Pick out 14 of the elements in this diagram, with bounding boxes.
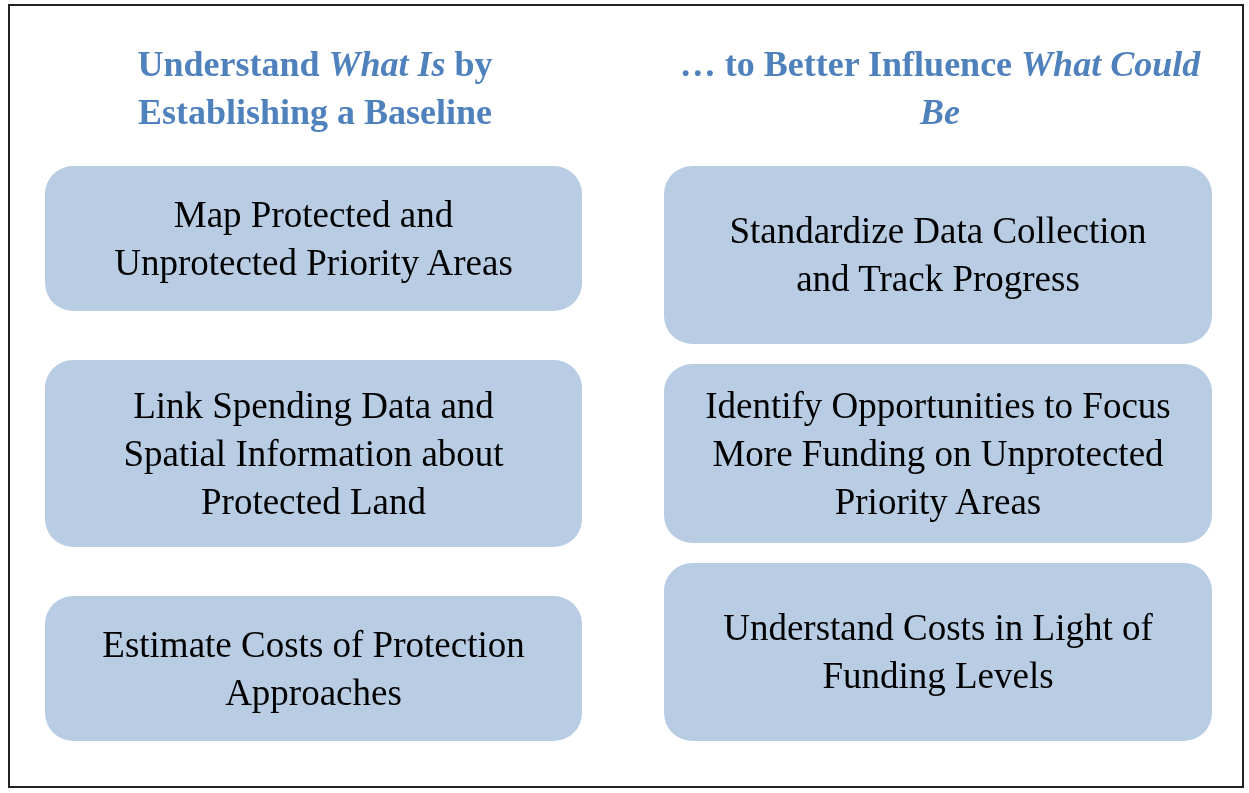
- column-heading: … to Better Influence What Could Be: [678, 43, 1202, 134]
- step-box: [664, 563, 1212, 741]
- step-text: Standardize Data Collection and Track Progress: [728, 209, 1148, 301]
- step-box: [45, 166, 582, 311]
- column-heading: Understand What Is by Establishing a Baseline: [136, 43, 494, 134]
- step-box: [664, 364, 1212, 543]
- step-box: [664, 166, 1212, 344]
- step-text: Identify Opportunities to Focus More Funding on Unprotected Priority Areas: [704, 383, 1172, 524]
- step-box: [45, 360, 582, 547]
- step-text: Map Protected and Unprotected Priority Areas: [113, 192, 514, 285]
- step-text: Link Spending Data and Spatial Information about Protected Land: [122, 383, 505, 524]
- step-text: Understand Costs in Light of Funding Levels: [722, 606, 1154, 698]
- step-text: Estimate Costs of Protection Approaches: [101, 622, 526, 715]
- step-box: [45, 596, 582, 741]
